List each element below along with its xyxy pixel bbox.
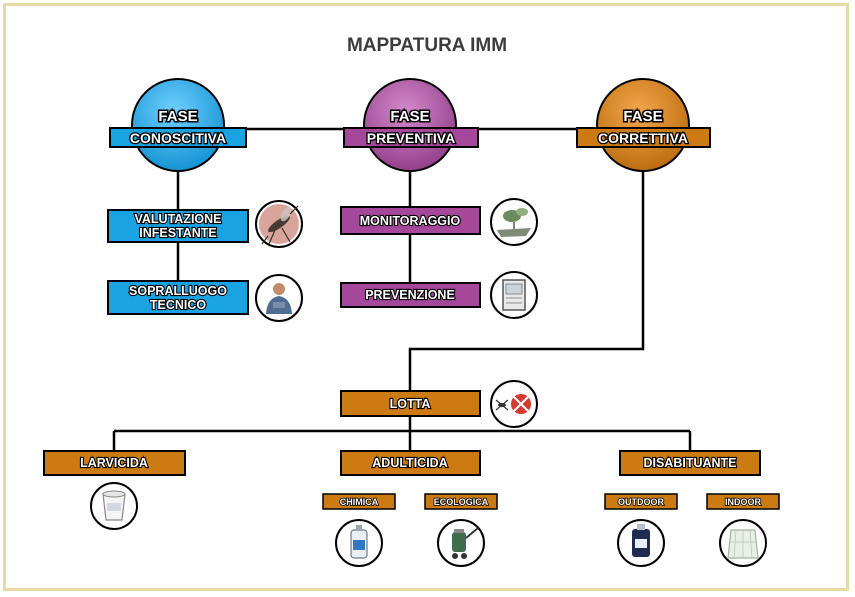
sopralluogo-line2: TECNICO xyxy=(150,298,207,312)
phase-preventiva: FASE PREVENTIVA xyxy=(343,78,479,172)
mosquito-icon xyxy=(255,200,303,248)
phase-correttiva-word: FASE xyxy=(623,108,662,125)
phase-conoscitiva: FASE CONOSCITIVA xyxy=(109,78,247,172)
spray-bottle-icon xyxy=(335,519,383,567)
lotta-label: LOTTA xyxy=(390,397,431,411)
phase-correttiva: FASE CORRETTIVA xyxy=(576,78,711,172)
box-sopralluogo-tecnico: SOPRALLUOGO TECNICO xyxy=(107,280,249,315)
phase-conoscitiva-word: FASE xyxy=(158,108,197,125)
ecologica-label: ECOLOGICA xyxy=(434,497,489,507)
page-title: MAPPATURA IMM xyxy=(347,35,507,56)
box-chimica: CHIMICA xyxy=(322,493,396,510)
valutazione-line2: INFESTANTE xyxy=(139,226,217,240)
box-larvicida: LARVICIDA xyxy=(43,450,186,476)
box-outdoor: OUTDOOR xyxy=(604,493,678,510)
outdoor-label: OUTDOOR xyxy=(618,497,664,507)
net-icon xyxy=(719,519,767,567)
connector-lines xyxy=(112,127,692,451)
box-adulticida: ADULTICIDA xyxy=(340,450,481,476)
indoor-label: INDOOR xyxy=(725,497,762,507)
box-monitoraggio: MONITORAGGIO xyxy=(340,206,481,235)
sopralluogo-line1: SOPRALLUOGO xyxy=(129,284,227,298)
larvicida-label: LARVICIDA xyxy=(80,456,148,470)
monitoraggio-label: MONITORAGGIO xyxy=(360,214,461,228)
window-screen-icon xyxy=(490,271,538,319)
sprayer-icon xyxy=(437,519,485,567)
chimica-label: CHIMICA xyxy=(340,497,379,507)
phase-preventiva-word: FASE xyxy=(390,108,429,125)
box-valutazione-infestante: VALUTAZIONE INFESTANTE xyxy=(107,209,249,243)
box-disabituante: DISABITUANTE xyxy=(619,450,761,476)
adulticida-label: ADULTICIDA xyxy=(372,456,447,470)
prevenzione-label: PREVENZIONE xyxy=(365,288,455,302)
valutazione-line1: VALUTAZIONE xyxy=(134,212,221,226)
phase-conoscitiva-label: CONOSCITIVA xyxy=(130,130,226,146)
box-lotta: LOTTA xyxy=(340,390,481,417)
bottle-icon xyxy=(617,519,665,567)
phase-correttiva-label: CORRETTIVA xyxy=(598,130,688,146)
disabituante-label: DISABITUANTE xyxy=(643,456,736,470)
box-prevenzione: PREVENZIONE xyxy=(340,282,481,308)
phase-preventiva-label: PREVENTIVA xyxy=(367,130,455,146)
trap-icon xyxy=(490,198,538,246)
box-indoor: INDOOR xyxy=(706,493,780,510)
box-ecologica: ECOLOGICA xyxy=(424,493,498,510)
technician-icon xyxy=(255,274,303,322)
anti-mosquito-icon xyxy=(490,380,538,428)
bucket-icon xyxy=(90,482,138,530)
